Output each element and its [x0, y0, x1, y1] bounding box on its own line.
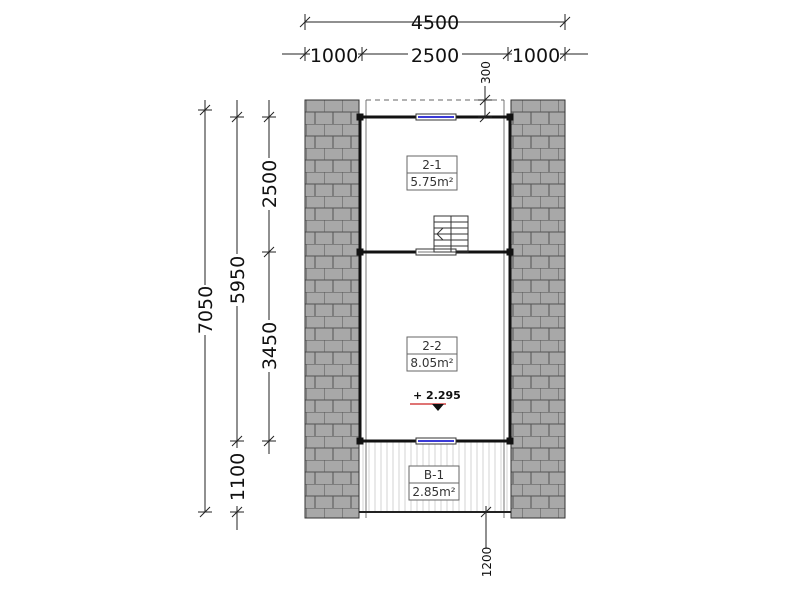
dim-room2-length-label: 3450 [259, 322, 281, 370]
dim-mask-1 [310, 42, 358, 66]
dim-roof-left-label: 1000 [310, 45, 358, 67]
dim-mask-3 [512, 42, 560, 66]
dim-total-length-label: 7050 [195, 286, 217, 334]
dim-room1-length-label: 2500 [259, 160, 281, 208]
room-2-1: 2-1 5.75m² [406, 155, 458, 191]
dim-bottom-gap [479, 506, 493, 548]
dim-top-gap [478, 86, 492, 123]
dim-enclosed-length-label: 5950 [227, 256, 249, 304]
dim-overall-width [299, 14, 571, 30]
room-2-1-id: 2-1 [422, 158, 442, 172]
dim-interior-width-label: 2500 [411, 45, 459, 67]
dim-overall-width-label: 4500 [411, 12, 459, 34]
dim-mask-5 [225, 254, 249, 306]
room-2-2-area: 8.05m² [410, 356, 453, 370]
room-2-2-id: 2-2 [422, 339, 442, 353]
level-label: + 2.295 [413, 389, 461, 402]
roof-right [510, 99, 566, 519]
dim-mask-2 [408, 42, 462, 66]
roof-left [304, 99, 360, 519]
room-b-1-id: B-1 [424, 468, 444, 482]
door-terrace [415, 437, 457, 445]
stair [433, 215, 469, 253]
dim-mask-8 [257, 320, 281, 372]
room-2-1-area: 5.75m² [410, 175, 453, 189]
dim-top-gap-label: 300 [479, 61, 493, 84]
room-b-1: B-1 2.85m² [408, 465, 460, 501]
room-2-2: 2-2 8.05m² [406, 336, 458, 372]
level-marker: + 2.295 [410, 389, 461, 411]
dim-mask-7 [257, 158, 281, 210]
dim-room-lengths [262, 100, 276, 454]
dim-mask-4 [193, 285, 217, 335]
window-top [415, 113, 457, 121]
dim-mask-6 [225, 448, 249, 506]
dim-terrace-length-label: 1100 [227, 453, 249, 501]
dim-roof-right-label: 1000 [512, 45, 560, 67]
dim-bottom-gap-label: 1200 [480, 547, 494, 578]
room-b-1-area: 2.85m² [412, 485, 455, 499]
